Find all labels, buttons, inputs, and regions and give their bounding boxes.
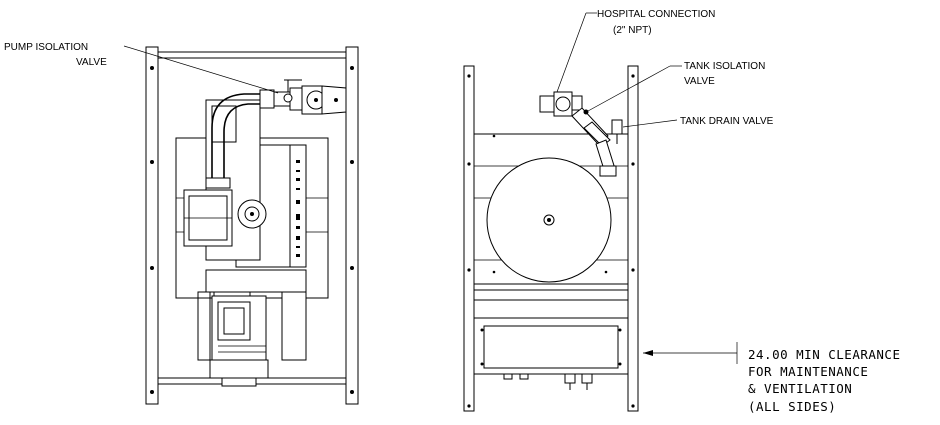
bottom-fittings: [503, 373, 593, 390]
tank-isolation-label-line2: VALVE: [684, 76, 715, 87]
tank-side-view: [463, 65, 639, 412]
tank-drain-leader: [622, 119, 678, 128]
pump-isolation-leader: [123, 45, 279, 94]
pump-motor: [209, 295, 269, 387]
clearance-note-line4: (ALL SIDES): [748, 399, 836, 414]
hospital-connection-label-line2: (2" NPT): [613, 25, 652, 36]
tank-isolation-label-line1: TANK ISOLATION: [684, 61, 765, 72]
pump-hose: [211, 93, 262, 185]
base-enclosure: [473, 317, 629, 375]
clearance-note-line2: FOR MAINTENANCE: [748, 364, 868, 379]
clearance-note-line1: 24.00 MIN CLEARANCE: [748, 347, 901, 362]
tank-valve-assembly: [539, 91, 623, 177]
pump-isolation-valve: [259, 79, 347, 115]
tank-panel: [473, 133, 629, 285]
tank-drain-label: TANK DRAIN VALVE: [680, 116, 774, 127]
tank-drain-callout: TANK DRAIN VALVE: [622, 116, 774, 128]
clearance-dimension: 24.00 MIN CLEARANCE FOR MAINTENANCE & VE…: [643, 342, 901, 414]
left-frame-post: [145, 46, 159, 405]
pump-isolation-callout: PUMP ISOLATION VALVE: [4, 42, 279, 94]
frame-bolts: [150, 66, 354, 394]
tank-isolation-callout: TANK ISOLATION VALVE: [587, 61, 765, 112]
tank-frame-post-left: [463, 65, 475, 412]
pump-isolation-label-line1: PUMP ISOLATION: [4, 42, 88, 53]
tank-frame-post-right: [627, 65, 639, 412]
right-frame-post: [345, 46, 359, 405]
hospital-connection-label-line1: HOSPITAL CONNECTION: [597, 9, 715, 20]
clearance-note-line3: & VENTILATION: [748, 381, 852, 396]
pump-side-view: [145, 46, 359, 405]
pump-isolation-label-line2: VALVE: [76, 57, 107, 68]
hospital-connection-callout: HOSPITAL CONNECTION (2" NPT): [556, 9, 715, 93]
motor-base: [205, 269, 307, 293]
